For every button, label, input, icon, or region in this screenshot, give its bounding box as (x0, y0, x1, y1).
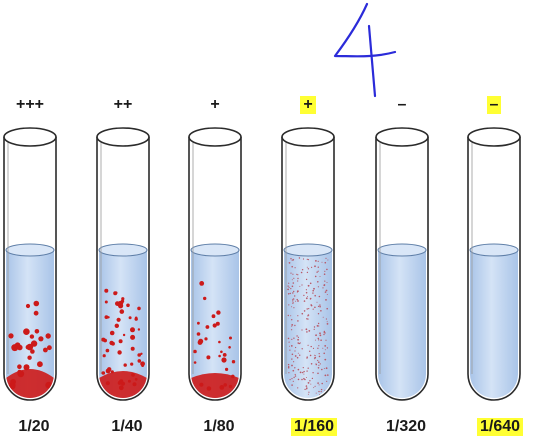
tube-rim (3, 127, 57, 147)
test-tube-2 (96, 127, 150, 401)
grade-label-1: +++ (0, 96, 70, 114)
grade-label-5: – (362, 96, 442, 114)
tube-glass (3, 137, 57, 401)
handwritten-number-four (333, 2, 397, 98)
tube-rim (281, 127, 335, 147)
grade-label-2: ++ (83, 96, 163, 114)
dilution-text-highlighted: 1/160 (290, 418, 338, 436)
dilution-text: 1/20 (18, 418, 50, 435)
liquid (99, 250, 147, 398)
grade-text-highlighted: – (486, 96, 502, 114)
tube-glass (467, 137, 521, 401)
liquid-meniscus (283, 243, 333, 257)
dilution-text: 1/80 (203, 418, 235, 435)
tube-glass (281, 137, 335, 401)
dilution-text: 1/40 (111, 418, 143, 435)
test-tube-4 (281, 127, 335, 401)
liquid-meniscus (190, 243, 240, 257)
dilution-label-3: 1/80 (179, 418, 259, 436)
liquid (378, 250, 426, 398)
dilution-text-highlighted: 1/640 (476, 418, 524, 436)
grade-label-3: + (175, 96, 255, 114)
test-tube-1 (3, 127, 57, 401)
liquid-meniscus (5, 243, 55, 257)
grade-text-highlighted: + (300, 96, 316, 114)
grade-label-4: + (268, 96, 348, 114)
grade-label-6: – (454, 96, 534, 114)
dilution-label-5: 1/320 (366, 418, 446, 436)
grade-text: + (210, 96, 220, 113)
dilution-text: 1/320 (385, 418, 427, 435)
liquid-meniscus (469, 243, 519, 257)
liquid (470, 250, 518, 398)
tube-rim (96, 127, 150, 147)
red-cells (6, 300, 54, 398)
tube-rim (375, 127, 429, 147)
tube-rim (188, 127, 242, 147)
red-cells (99, 288, 147, 398)
liquid (284, 250, 332, 398)
test-tube-6 (467, 127, 521, 401)
test-tube-3 (188, 127, 242, 401)
liquid-meniscus (377, 243, 427, 257)
tube-glass (188, 137, 242, 401)
red-cells (191, 281, 239, 398)
dilution-label-6: 1/640 (460, 418, 540, 436)
tube-rim (467, 127, 521, 147)
test-tube-5 (375, 127, 429, 401)
liquid (6, 250, 54, 398)
dilution-label-1: 1/20 (0, 418, 74, 436)
dilution-label-2: 1/40 (87, 418, 167, 436)
red-cells (287, 257, 329, 396)
dilution-label-4: 1/160 (274, 418, 354, 436)
tube-glass (96, 137, 150, 401)
grade-text: +++ (15, 96, 45, 113)
tube-glass (375, 137, 429, 401)
grade-text: – (397, 96, 407, 113)
grade-text: ++ (113, 96, 133, 113)
liquid-meniscus (98, 243, 148, 257)
